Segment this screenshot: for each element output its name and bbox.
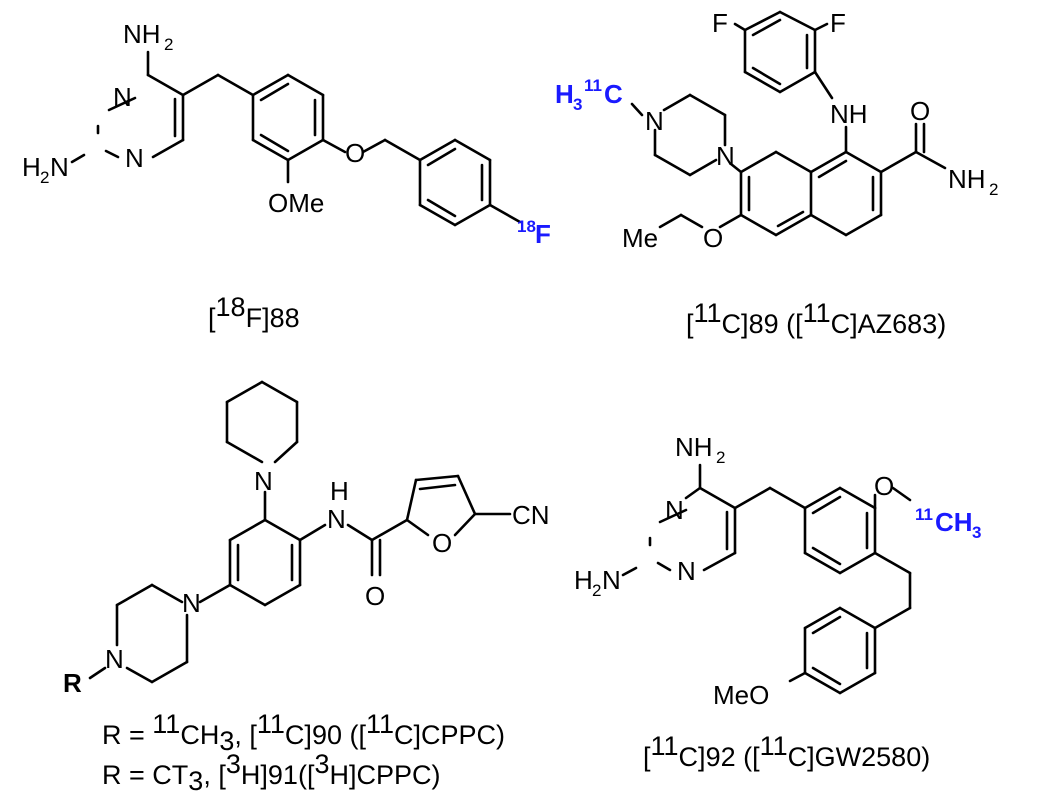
furan-oxygen: O: [432, 528, 452, 558]
fluorine-18-label: F: [535, 219, 551, 249]
carbonyl-oxygen: O: [910, 96, 930, 126]
piperazine-n-2: N: [105, 644, 124, 674]
compound-89: F F NH O NH 2 O Me N N H 3 11 C [11C]89 …: [555, 8, 998, 339]
amine-left-subscript: 2: [592, 581, 601, 600]
fluorine-isotope: 18: [517, 217, 536, 236]
piperazine-n-1: N: [645, 106, 664, 136]
amine-left-subscript: 2: [40, 168, 49, 187]
methyl-h-subscript: 3: [573, 95, 582, 114]
methyl-carbon-11: CH: [935, 507, 973, 537]
methyl-subscript: 3: [972, 523, 981, 542]
compound-88-bonds: [70, 50, 522, 227]
amine-top-subscript: 2: [716, 448, 725, 467]
aniline-nh: NH: [830, 99, 868, 129]
amine-top-subscript: 2: [164, 35, 173, 54]
amide-nh-subscript: 2: [989, 180, 998, 199]
amine-top-label: NH: [675, 432, 713, 462]
methoxy-label: OMe: [268, 188, 324, 218]
compound-88-caption: [18F]88: [208, 292, 300, 333]
r-group-label: R: [63, 668, 82, 698]
ether-oxygen: O: [345, 138, 365, 168]
ether-oxygen: O: [703, 223, 723, 253]
compound-90-caption: R = 11CH3, [11C]90 ([11C]CPPC): [102, 709, 505, 756]
piperidine-nitrogen: N: [254, 466, 273, 496]
compound-92-caption: [11C]92 ([11C]GW2580): [643, 731, 930, 772]
methoxy-label: MeO: [713, 680, 769, 710]
compound-92-bonds: [621, 463, 912, 695]
ring-nitrogen-1: N: [665, 495, 684, 525]
ethyl-label: Me: [622, 223, 658, 253]
nitrile-label: CN: [512, 500, 550, 530]
compound-89-caption: [11C]89 ([11C]AZ683): [686, 298, 946, 339]
ring-nitrogen-1: N: [113, 82, 132, 112]
fluorine-2: F: [830, 8, 846, 38]
amine-left-n: N: [602, 565, 621, 595]
compound-90-91-bonds: [88, 380, 512, 684]
amine-left-n: N: [50, 152, 69, 182]
amide-nh: NH: [948, 164, 986, 194]
compound-88: NH 2 N N H 2 N O OMe 18 F [18F]88: [22, 19, 551, 333]
fluorine-1: F: [712, 8, 728, 38]
compound-89-bonds: [630, 10, 947, 237]
ring-nitrogen-2: N: [125, 143, 144, 173]
methyl-isotope: 11: [915, 505, 933, 524]
compound-91-caption: R = CT3, [3H]91([3H]CPPC): [102, 749, 441, 796]
ether-oxygen: O: [874, 471, 894, 501]
piperazine-n-2: N: [716, 141, 735, 171]
compound-90-91: N H N O O CN N N R R = 11CH3, [11C]90 ([…: [63, 380, 550, 796]
ring-nitrogen-2: N: [677, 556, 696, 586]
methyl-isotope: 11: [584, 76, 602, 95]
carbonyl-oxygen: O: [365, 581, 385, 611]
compound-92: NH 2 N N H 2 N O 11 CH 3 MeO [11C]92 ([1…: [574, 432, 981, 772]
methyl-h: H: [555, 79, 574, 109]
methyl-carbon-11: C: [604, 79, 623, 109]
amide-h: H: [330, 476, 349, 506]
piperazine-n-1: N: [182, 588, 201, 618]
amine-left-h: H: [574, 565, 593, 595]
amide-n: N: [327, 504, 346, 534]
amine-left-h: H: [22, 152, 41, 182]
amine-top-label: NH: [123, 19, 161, 49]
